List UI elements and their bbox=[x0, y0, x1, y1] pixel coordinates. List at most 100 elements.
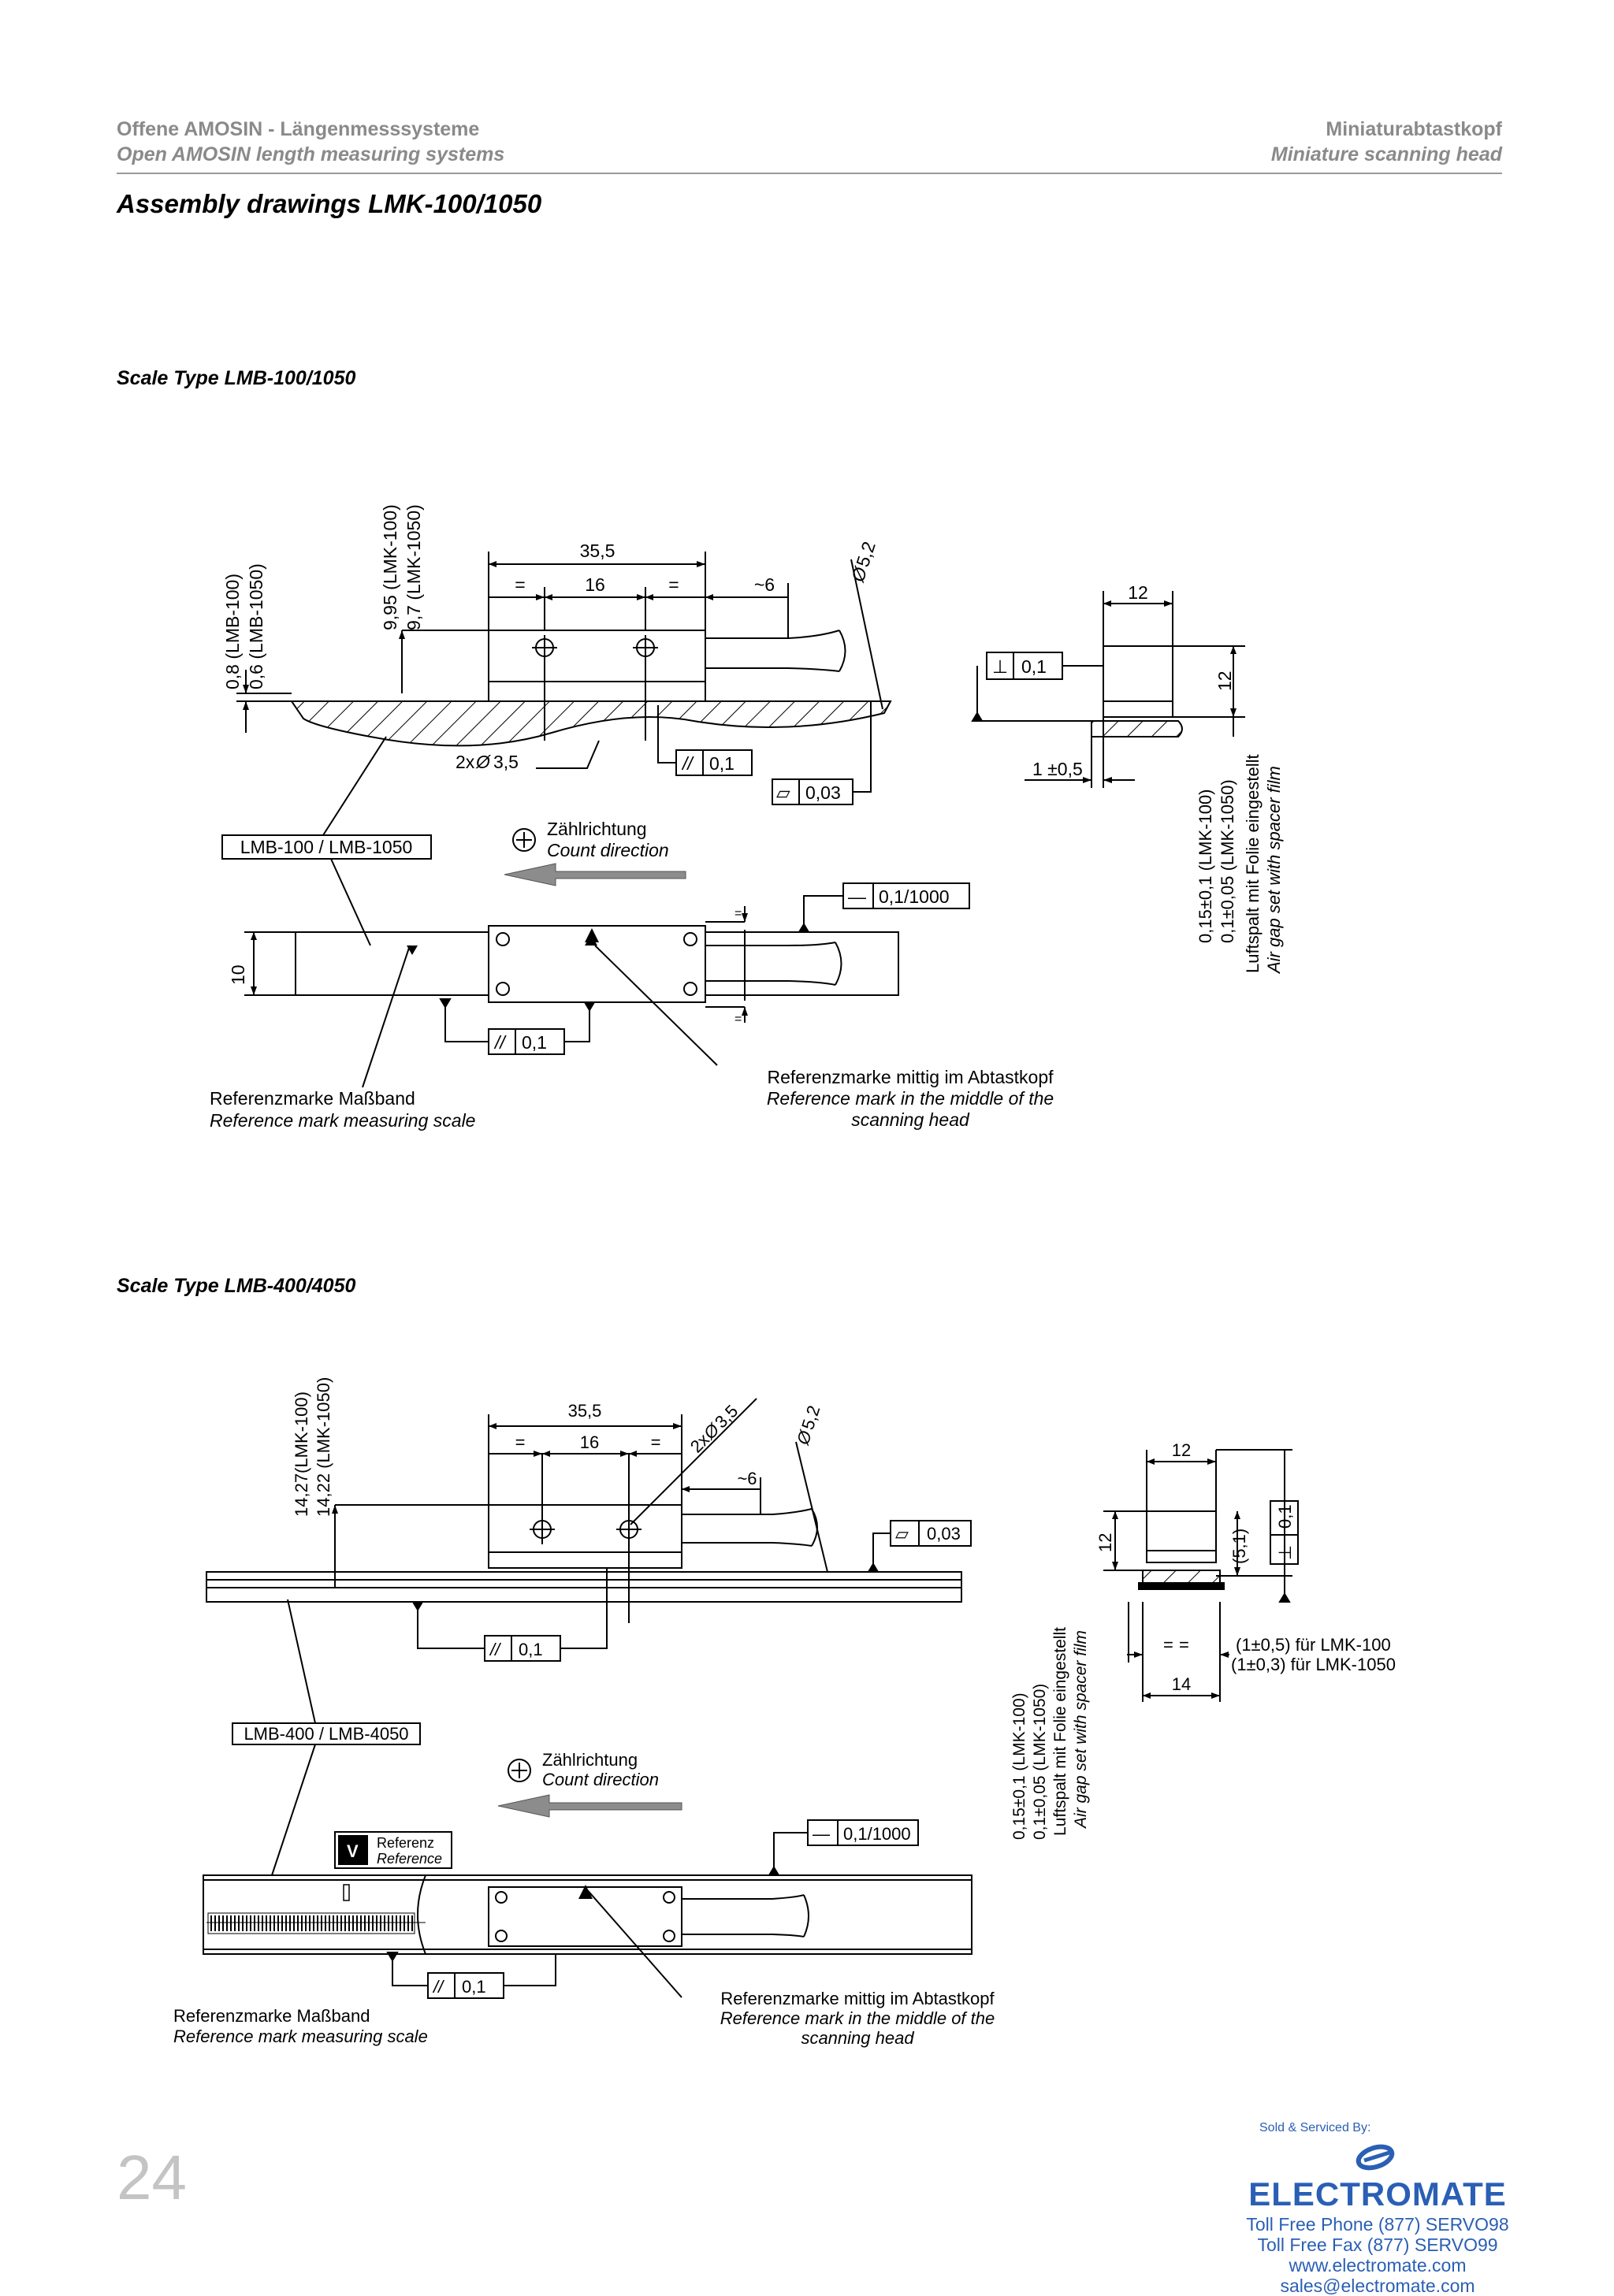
header-right-en: Miniature scanning head bbox=[1270, 143, 1502, 165]
s2-lin-sym: — bbox=[813, 1824, 830, 1844]
dim-35-5: 35,5 bbox=[580, 541, 615, 561]
holes-count: 2x bbox=[456, 752, 475, 772]
count-en: Count direction bbox=[547, 840, 669, 860]
s2-dim-14: 14 bbox=[1172, 1674, 1191, 1694]
dim-eq-right: = bbox=[668, 574, 679, 595]
refscale-en: Reference mark measuring scale bbox=[210, 1110, 475, 1131]
s2-ref-de: Referenz bbox=[377, 1835, 434, 1851]
section1-heading: Scale Type LMB-100/1050 bbox=[117, 367, 356, 389]
s2-gap1: (1±0,5) für LMK-100 bbox=[1236, 1635, 1391, 1655]
s2-side-12w: 12 bbox=[1172, 1440, 1191, 1460]
s2-dim-5-2: 5,2 bbox=[798, 1403, 824, 1432]
s2-perp-sym: ⊥ bbox=[1275, 1545, 1295, 1560]
sold-serviced-label: Sold & Serviced By: bbox=[1259, 2121, 1371, 2134]
airgap-en: Air gap set with spacer film bbox=[1264, 766, 1284, 975]
electromate-logo: Sold & Serviced By: ELECTROMATE Toll Fre… bbox=[1228, 2121, 1527, 2296]
par-value: 0,1 bbox=[709, 753, 734, 774]
airgap-2: 0,1±0,05 (LMK-1050) bbox=[1218, 779, 1237, 943]
s2-refscale-de: Referenzmarke Maßband bbox=[173, 2006, 370, 2026]
dim-16: 16 bbox=[585, 574, 605, 595]
scale-label: LMB-100 / LMB-1050 bbox=[240, 837, 413, 857]
flat-sym: ▱ bbox=[776, 782, 790, 803]
page-title: Assembly drawings LMK-100/1050 bbox=[117, 189, 542, 218]
eq-top: = bbox=[734, 907, 742, 920]
header-rule bbox=[117, 173, 1502, 174]
holes-dia: 3,5 bbox=[493, 752, 519, 772]
toll-free-fax: Toll Free Fax (877) SERVO99 bbox=[1257, 2235, 1498, 2255]
perp-value: 0,1 bbox=[1021, 656, 1047, 677]
dim-10: 10 bbox=[228, 964, 248, 985]
s2-count-en: Count direction bbox=[542, 1770, 659, 1789]
airgap-1: 0,15±0,1 (LMK-100) bbox=[1196, 789, 1215, 943]
s2-ref-icon: V bbox=[347, 1841, 359, 1861]
s2-gap2: (1±0,3) für LMK-1050 bbox=[1231, 1655, 1396, 1674]
refscale-de: Referenzmarke Maßband bbox=[210, 1088, 415, 1109]
brand-text: ELECTROMATE bbox=[1248, 2175, 1507, 2212]
s2-par-sym: // bbox=[489, 1640, 501, 1659]
s2-refscale-en: Reference mark measuring scale bbox=[173, 2027, 428, 2046]
dim-5-2: 5,2 bbox=[852, 539, 880, 569]
toll-free-phone: Toll Free Phone (877) SERVO98 bbox=[1246, 2214, 1509, 2235]
dim-eq-left: = bbox=[515, 574, 525, 595]
header-right-de: Miniaturabtastkopf bbox=[1326, 118, 1502, 140]
dim-6: ~6 bbox=[754, 574, 775, 595]
s2-refhead-en2: scanning head bbox=[801, 2028, 914, 2048]
eq-bottom: = bbox=[734, 1012, 742, 1026]
side-12h: 12 bbox=[1214, 671, 1235, 691]
s2-refhead-de: Referenzmarke mittig im Abtastkopf bbox=[720, 1989, 995, 2008]
s2-dim-6: ~6 bbox=[737, 1469, 757, 1488]
flat-value: 0,03 bbox=[805, 782, 841, 803]
count-de: Zählrichtung bbox=[547, 819, 647, 839]
email-link[interactable]: sales@electromate.com bbox=[1280, 2276, 1475, 2296]
website-link[interactable]: www.electromate.com bbox=[1289, 2255, 1467, 2276]
lin-value: 0,1/1000 bbox=[879, 886, 950, 907]
s2-par-value: 0,1 bbox=[519, 1640, 543, 1659]
refhead-en2: scanning head bbox=[851, 1109, 970, 1130]
header-left-de: Offene AMOSIN - Längenmesssysteme bbox=[117, 118, 480, 140]
s2-lin-value: 0,1/1000 bbox=[843, 1824, 911, 1844]
s2-scale-label: LMB-400 / LMB-4050 bbox=[244, 1724, 408, 1744]
s2-flat-sym: ▱ bbox=[895, 1524, 909, 1544]
s2-airgap-de: Luftspalt mit Folie eingestellt bbox=[1051, 1627, 1069, 1836]
s2-perp-value: 0,1 bbox=[1275, 1504, 1295, 1529]
s2-refhead-en1: Reference mark in the middle of the bbox=[720, 2008, 995, 2028]
s2-ref-en: Reference bbox=[377, 1851, 442, 1867]
par2-value: 0,1 bbox=[522, 1032, 547, 1053]
page-number: 24 bbox=[117, 2142, 187, 2212]
s2-eq-right: = bbox=[651, 1432, 661, 1452]
section2-heading: Scale Type LMB-400/4050 bbox=[117, 1275, 356, 1297]
refhead-de: Referenzmarke mittig im Abtastkopf bbox=[767, 1067, 1054, 1087]
dim-0-8: 0,8 (LMB-100) bbox=[222, 574, 243, 689]
par-sym: // bbox=[681, 753, 694, 774]
s2-dim-16: 16 bbox=[580, 1432, 599, 1452]
lin-sym: — bbox=[848, 886, 866, 907]
par2-sym: // bbox=[493, 1032, 507, 1053]
s2-dim-14-22: 14,22 (LMK-1050) bbox=[314, 1377, 333, 1517]
s2-par2-value: 0,1 bbox=[462, 1977, 486, 1997]
brand-name: ELECTROMATE bbox=[1228, 2135, 1527, 2214]
s2-eq-a: = bbox=[1163, 1635, 1173, 1655]
s2-par2-sym: // bbox=[432, 1977, 444, 1997]
s2-flat-value: 0,03 bbox=[927, 1524, 961, 1544]
s2-airgap-en: Air gap set with spacer film bbox=[1072, 1630, 1090, 1830]
s2-eq-b: = bbox=[1179, 1635, 1189, 1655]
s2-dim-35-5: 35,5 bbox=[568, 1401, 602, 1421]
refhead-en1: Reference mark in the middle of the bbox=[767, 1088, 1054, 1109]
s2-airgap-2: 0,1±0,05 (LMK-1050) bbox=[1031, 1684, 1049, 1840]
dim-0-6: 0,6 (LMB-1050) bbox=[246, 563, 266, 689]
s2-dim-5-1: (5,1) bbox=[1229, 1529, 1249, 1564]
s2-eq-left: = bbox=[515, 1432, 526, 1452]
s2-airgap-1: 0,15±0,1 (LMK-100) bbox=[1010, 1692, 1028, 1840]
perp-sym: ⊥ bbox=[992, 656, 1008, 677]
s2-count-de: Zählrichtung bbox=[542, 1750, 638, 1770]
electromate-swoosh-icon bbox=[1356, 2144, 1395, 2171]
s2-side-12h: 12 bbox=[1095, 1533, 1115, 1552]
header-left-en: Open AMOSIN length measuring systems bbox=[117, 143, 505, 165]
dim-9-95: 9,95 (LMK-100) bbox=[380, 504, 400, 630]
dim-1: 1 ±0,5 bbox=[1032, 759, 1083, 779]
side-12w: 12 bbox=[1128, 582, 1148, 603]
airgap-de: Luftspalt mit Folie eingestellt bbox=[1243, 754, 1263, 973]
dim-9-7: 9,7 (LMK-1050) bbox=[404, 504, 424, 630]
holes-dia-sym: Ø bbox=[475, 752, 491, 772]
